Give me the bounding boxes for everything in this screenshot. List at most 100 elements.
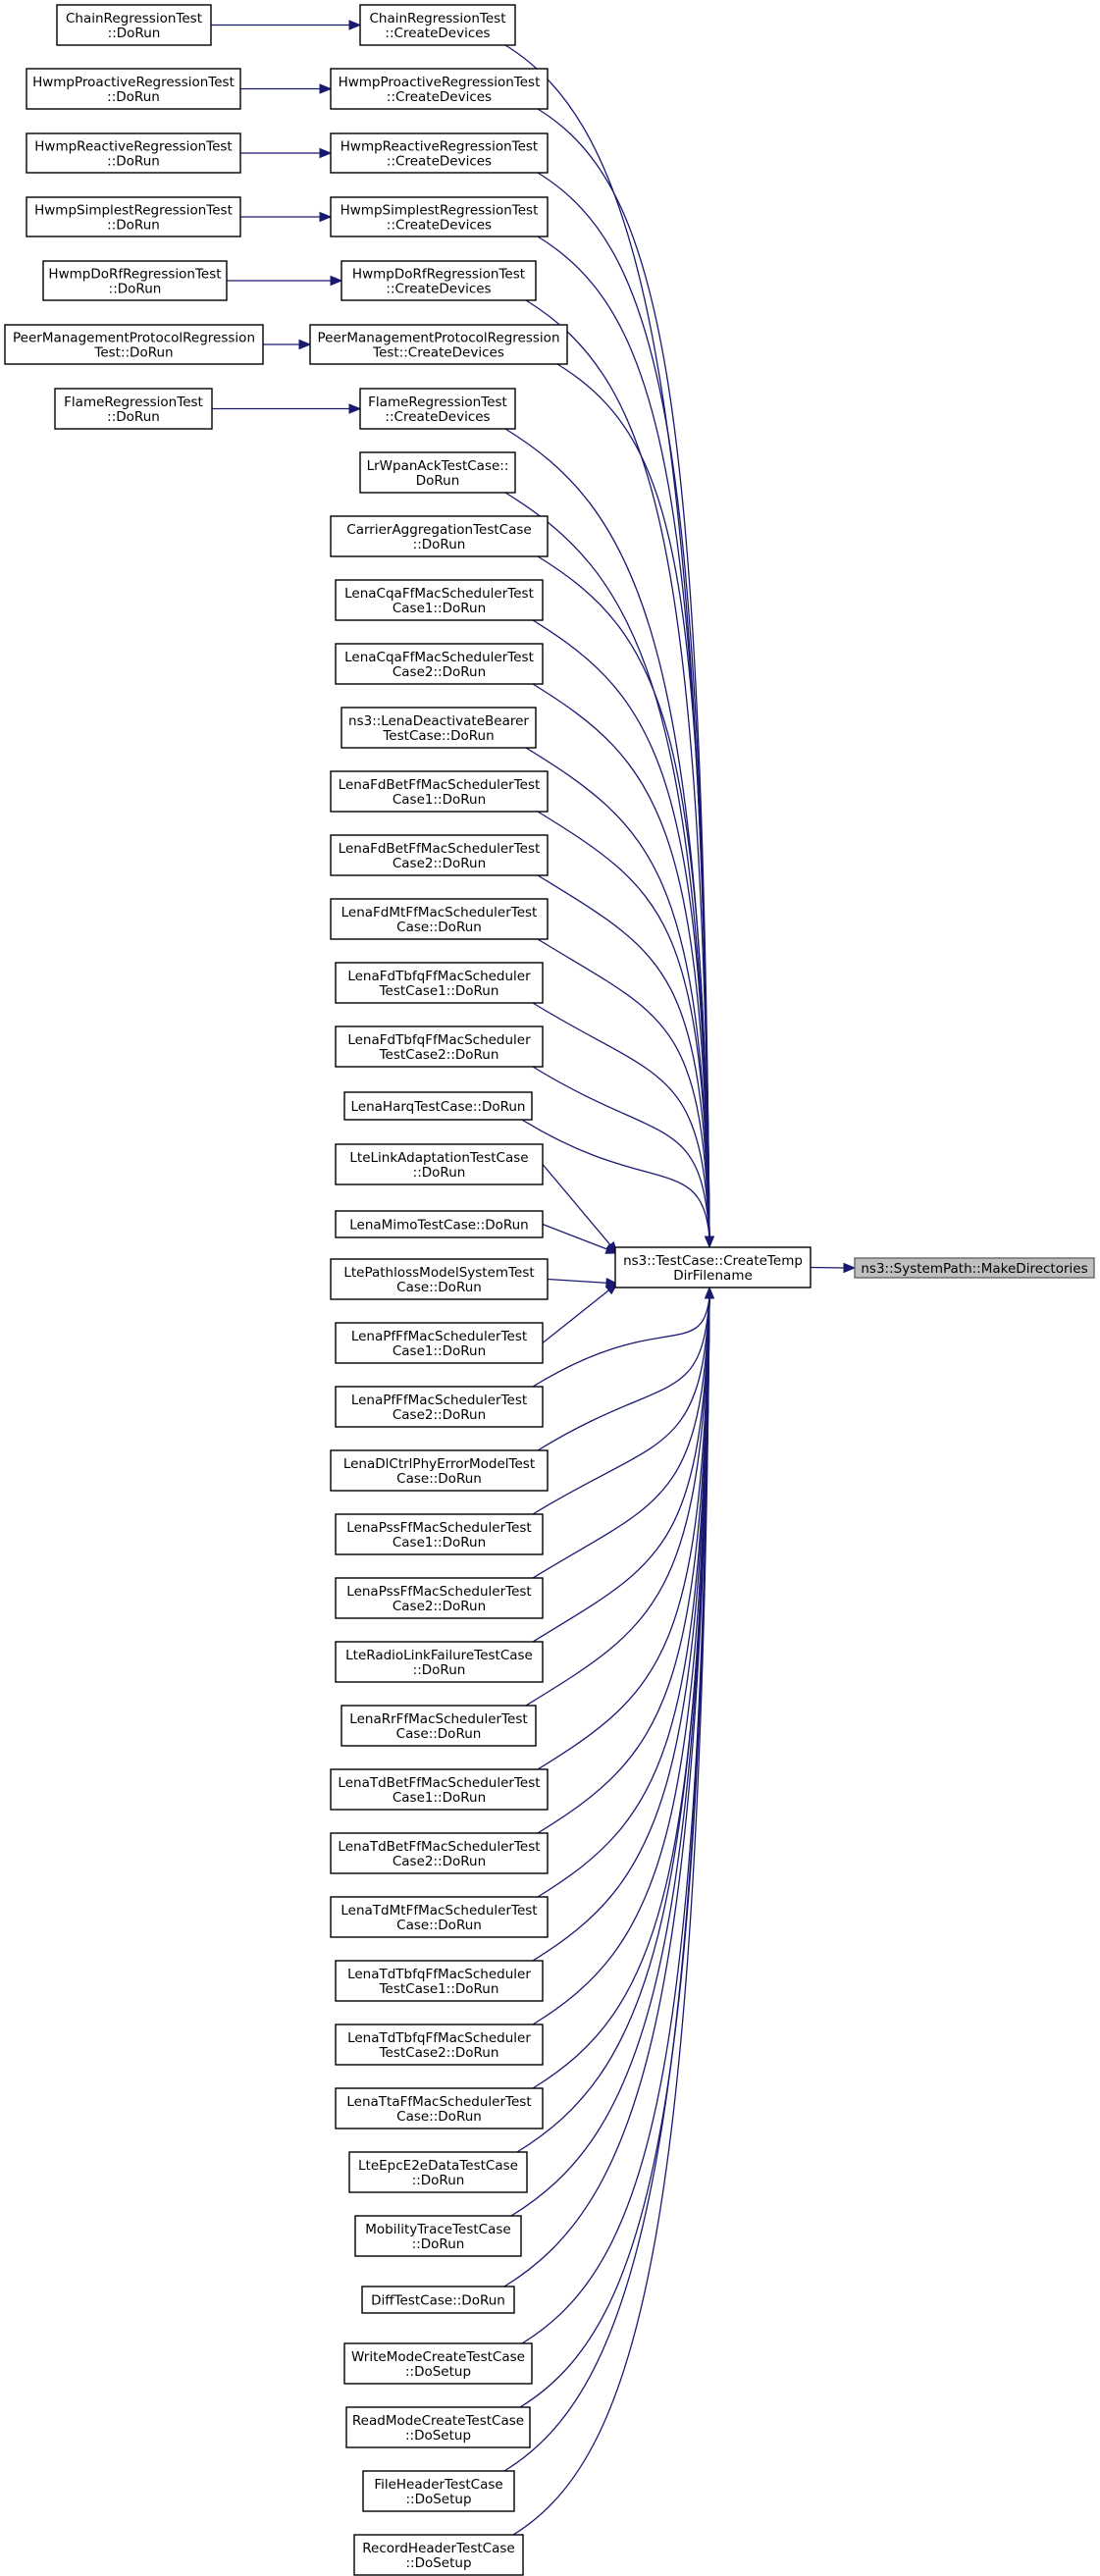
node-hwmp-reactive-create-caller[interactable]: HwmpReactiveRegressionTest::DoRun xyxy=(26,132,241,174)
node-lrwpan-ack-label-line: LrWpanAckTestCase:: xyxy=(367,458,509,474)
node-lena-pss-1-label-line: LenaPssFfMacSchedulerTest xyxy=(346,1520,531,1536)
node-chain-create[interactable]: ChainRegressionTest::CreateDevices xyxy=(359,4,516,46)
edge-lena-pss-2-to-hub xyxy=(532,1296,710,1579)
node-peer-mgmt-create[interactable]: PeerManagementProtocolRegressionTest::Cr… xyxy=(309,324,568,365)
edge-lena-tdtbfq-2-to-hub xyxy=(532,1296,710,2025)
edge-lena-dlctrl-to-hub xyxy=(537,1296,710,1451)
node-lena-pss-2-box xyxy=(335,1577,544,1619)
node-hwmp-simplest-create[interactable]: HwmpSimplestRegressionTest::CreateDevice… xyxy=(330,196,549,237)
node-chain-create-caller[interactable]: ChainRegressionTest::DoRun xyxy=(56,4,212,46)
edge-lena-pf-1-to-hub xyxy=(542,1283,618,1344)
node-chain-create-label-line: ::CreateDevices xyxy=(385,26,490,41)
node-lena-mimo[interactable]: LenaMimoTestCase::DoRun xyxy=(335,1210,544,1238)
node-hwmp-reactive-create-caller-label-line: ::DoRun xyxy=(107,154,160,170)
node-lena-deactivate-bearer-label-line: ns3::LenaDeactivateBearer xyxy=(348,713,529,729)
node-hwmp-dorf-create-caller-box xyxy=(42,260,228,301)
edge-lte-pathloss-to-hub xyxy=(547,1278,618,1285)
node-lena-fdmt-box xyxy=(330,898,549,940)
node-create-temp-dir-filename-label-line: DirFilename xyxy=(673,1268,753,1284)
node-lte-pathloss-box xyxy=(330,1258,549,1300)
node-hwmp-reactive-create-label-line: HwmpReactiveRegressionTest xyxy=(340,139,538,155)
edge-arrowhead xyxy=(298,339,312,350)
node-lena-fdbet-1-label-line: Case1::DoRun xyxy=(393,792,486,808)
node-flame-create[interactable]: FlameRegressionTest::CreateDevices xyxy=(359,388,516,430)
node-carrier-aggregation-box xyxy=(330,515,549,557)
node-file-header-label-line: FileHeaderTestCase xyxy=(374,2477,502,2493)
edge-arrowhead xyxy=(348,20,362,30)
node-read-mode-create[interactable]: ReadModeCreateTestCase::DoSetup xyxy=(345,2406,531,2448)
node-flame-create-label-line: FlameRegressionTest xyxy=(368,394,507,410)
node-lena-cqa-1-label-line: LenaCqaFfMacSchedulerTest xyxy=(344,586,534,602)
node-lena-pf-2-box xyxy=(335,1386,544,1428)
node-lena-fdtbfq-2-label-line: LenaFdTbfqFfMacScheduler xyxy=(347,1032,531,1048)
node-flame-create-caller[interactable]: FlameRegressionTest::DoRun xyxy=(54,388,213,430)
node-file-header[interactable]: FileHeaderTestCase::DoSetup xyxy=(362,2470,515,2512)
node-read-mode-create-box xyxy=(345,2406,531,2448)
edge-lena-tdbet-2-to-hub xyxy=(537,1296,710,1834)
node-hwmp-reactive-create-caller-label-line: HwmpReactiveRegressionTest xyxy=(34,139,232,155)
node-record-header[interactable]: RecordHeaderTestCase::DoSetup xyxy=(353,2534,524,2576)
node-diff-test[interactable]: DiffTestCase::DoRun xyxy=(361,2286,515,2314)
node-lena-tdmt-label-line: LenaTdMtFfMacSchedulerTest xyxy=(340,1903,537,1919)
edge-peer-mgmt-create-to-hub xyxy=(556,363,710,1238)
node-lena-pf-2-label-line: Case2::DoRun xyxy=(393,1407,486,1423)
node-hwmp-dorf-create-caller[interactable]: HwmpDoRfRegressionTest::DoRun xyxy=(42,260,228,301)
node-lena-cqa-1-label-line: Case1::DoRun xyxy=(393,601,486,616)
edge-arrowhead xyxy=(348,403,362,414)
node-chain-create-caller-box xyxy=(56,4,212,46)
edge-diff-test-to-hub xyxy=(503,1296,710,2287)
node-write-mode-create[interactable]: WriteModeCreateTestCase::DoSetup xyxy=(343,2342,533,2385)
node-lena-pss-1-box xyxy=(335,1513,544,1555)
edge-lena-pss-1-to-hub xyxy=(532,1296,710,1515)
node-hwmp-proactive-create[interactable]: HwmpProactiveRegressionTest::CreateDevic… xyxy=(330,68,549,110)
edge-lena-harq-to-hub xyxy=(521,1119,710,1238)
node-lena-fdtbfq-2-label-line: TestCase2::DoRun xyxy=(379,1047,499,1063)
node-lte-link-adaptation-label-line: LteLinkAdaptationTestCase xyxy=(349,1150,528,1166)
node-record-header-label-line: RecordHeaderTestCase xyxy=(362,2541,514,2556)
node-hwmp-simplest-create-box xyxy=(330,196,549,237)
node-hwmp-proactive-create-caller[interactable]: HwmpProactiveRegressionTest::DoRun xyxy=(26,68,241,110)
node-hwmp-simplest-create-caller[interactable]: HwmpSimplestRegressionTest::DoRun xyxy=(26,196,241,237)
node-lena-deactivate-bearer-label-line: TestCase::DoRun xyxy=(382,728,494,744)
node-lena-fdtbfq-1-box xyxy=(335,962,544,1004)
node-lena-mimo-box xyxy=(335,1210,544,1238)
node-lte-radio-link-failure[interactable]: LteRadioLinkFailureTestCase::DoRun xyxy=(335,1641,544,1683)
node-lte-link-adaptation-label-line: ::DoRun xyxy=(413,1165,466,1181)
node-carrier-aggregation[interactable]: CarrierAggregationTestCase::DoRun xyxy=(330,515,549,557)
node-lte-link-adaptation[interactable]: LteLinkAdaptationTestCase::DoRun xyxy=(335,1143,544,1185)
node-mobility-trace[interactable]: MobilityTraceTestCase::DoRun xyxy=(354,2215,522,2257)
node-lena-pf-1-box xyxy=(335,1322,544,1364)
node-hwmp-dorf-create[interactable]: HwmpDoRfRegressionTest::CreateDevices xyxy=(340,260,537,301)
node-lte-epc-e2e[interactable]: LteEpcE2eDataTestCase::DoRun xyxy=(348,2151,528,2193)
node-lte-pathloss-label-line: Case::DoRun xyxy=(396,1280,482,1295)
node-lrwpan-ack[interactable]: LrWpanAckTestCase::DoRun xyxy=(359,451,516,494)
node-hwmp-reactive-create[interactable]: HwmpReactiveRegressionTest::CreateDevice… xyxy=(330,132,549,174)
node-lena-pf-1-label-line: Case1::DoRun xyxy=(393,1343,486,1359)
node-peer-mgmt-create-caller[interactable]: PeerManagementProtocolRegressionTest::Do… xyxy=(4,324,264,365)
node-lena-harq[interactable]: LenaHarqTestCase::DoRun xyxy=(343,1091,533,1121)
node-lte-radio-link-failure-label-line: LteRadioLinkFailureTestCase xyxy=(345,1648,533,1663)
node-make-directories[interactable]: ns3::SystemPath::MakeDirectories xyxy=(854,1257,1095,1279)
